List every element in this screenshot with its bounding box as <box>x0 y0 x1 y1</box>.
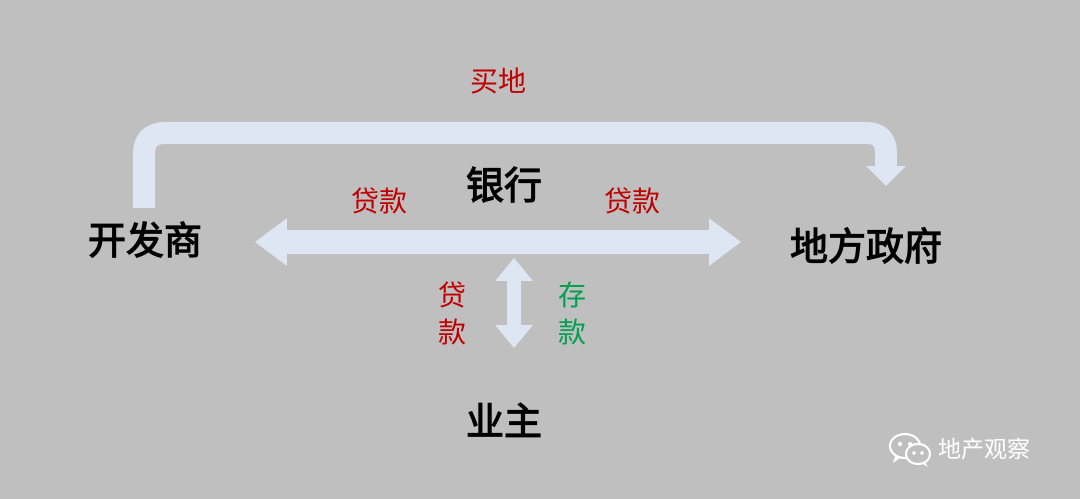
bank-node: 银行 <box>466 164 543 208</box>
buy-land-arrow <box>133 122 897 208</box>
homeowner-double-arrow <box>495 258 533 348</box>
wechat-icon <box>888 432 932 467</box>
loan-to-homeowner-char-2: 款 <box>438 316 467 349</box>
loan-to-government-label: 贷款 <box>604 185 661 218</box>
buy-land-arrowhead <box>866 166 906 186</box>
loan-to-developer-label: 贷款 <box>351 185 408 218</box>
watermark-text: 地产观察 <box>938 437 1030 463</box>
government-node: 地方政府 <box>790 225 943 269</box>
buy-land-label: 买地 <box>470 65 527 98</box>
loan-double-arrow <box>255 218 741 266</box>
developer-node: 开发商 <box>88 219 203 263</box>
loan-to-homeowner-char-1: 贷 <box>438 279 467 312</box>
homeowner-node: 业主 <box>466 400 543 444</box>
deposit-char-1: 存 <box>558 279 587 312</box>
deposit-char-2: 款 <box>558 316 587 349</box>
